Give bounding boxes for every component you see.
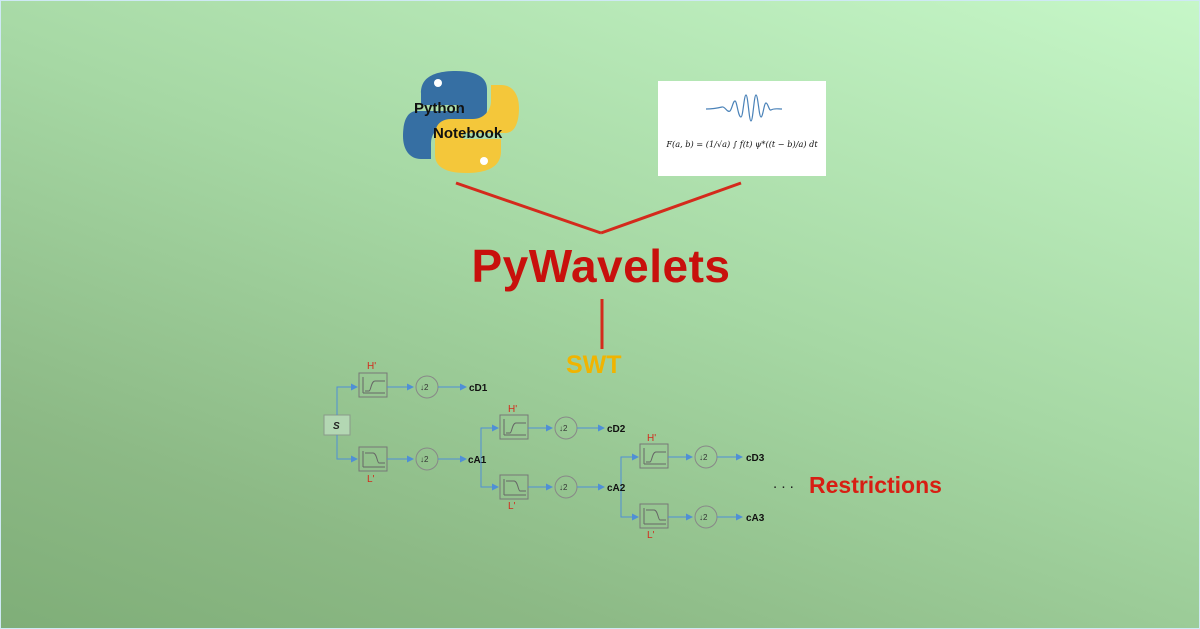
output-label: cA1 — [468, 455, 487, 466]
downsample-label: ↓2 — [699, 513, 708, 522]
connector-left — [455, 181, 602, 235]
downsample-label: ↓2 — [699, 453, 708, 462]
downsample-label: ↓2 — [420, 455, 429, 464]
output-label: cA3 — [746, 513, 765, 524]
logo-line1: Python — [414, 100, 465, 117]
logo-line2: Notebook — [433, 125, 503, 142]
input-label: S — [333, 421, 340, 432]
filter-label-high: H' — [508, 404, 517, 415]
method-label: SWT — [566, 351, 622, 379]
python-notebook-logo: Python Notebook — [403, 71, 519, 173]
output-label: cD1 — [469, 383, 488, 394]
filter-label-low: L' — [647, 530, 655, 541]
filter-label-low: L' — [508, 501, 516, 512]
connector-right — [600, 181, 742, 235]
page-title: PyWavelets — [471, 240, 731, 292]
filter-label-low: L' — [367, 474, 375, 485]
restrictions-label: Restrictions — [809, 472, 942, 498]
ellipsis: . . . — [773, 475, 794, 492]
downsample-label: ↓2 — [559, 483, 568, 492]
output-label: cD2 — [607, 424, 626, 435]
python-icon — [403, 71, 519, 173]
wavelet-waveform-icon — [705, 94, 783, 122]
output-label: cD3 — [746, 453, 765, 464]
filter-label-high: H' — [367, 361, 376, 372]
downsample-label: ↓2 — [559, 424, 568, 433]
decomposition-tree — [323, 372, 743, 529]
filter-label-high: H' — [647, 433, 656, 444]
downsample-label: ↓2 — [420, 383, 429, 392]
formula-text: F(a, b) = (1/√a) ∫ f(t) ψ*((t − b)/a) dt — [666, 139, 818, 149]
formula-card: F(a, b) = (1/√a) ∫ f(t) ψ*((t − b)/a) dt — [658, 81, 826, 176]
output-label: cA2 — [607, 483, 626, 494]
